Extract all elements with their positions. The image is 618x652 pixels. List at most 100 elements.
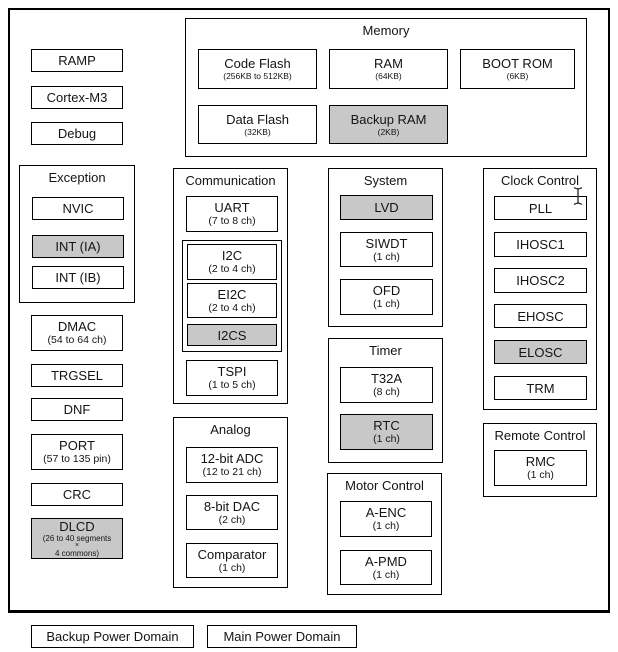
block-ofd-detail: (1 ch) (373, 298, 400, 310)
block-backup-ram-detail: (2KB) (377, 126, 400, 137)
block-boot-rom-detail: (6KB) (506, 71, 529, 81)
block-data-flash-label: Data Flash (226, 111, 289, 127)
block-t32a-label: T32A (370, 371, 403, 386)
block-lvd: LVD (340, 195, 433, 220)
block-dlcd-detail-line1: (26 to 40 segments (42, 534, 112, 543)
block-comparator: Comparator (1 ch) (186, 543, 278, 578)
block-uart: UART (7 to 8 ch) (186, 196, 278, 232)
block-cortex-m3: Cortex-M3 (31, 86, 123, 109)
block-code-flash-detail: (256KB to 512KB) (223, 71, 292, 81)
block-rtc-label: RTC (373, 418, 400, 433)
block-ihosc1: IHOSC1 (494, 232, 587, 257)
block-uart-label: UART (214, 200, 250, 215)
block-backup-ram-label: Backup RAM (350, 111, 427, 127)
block-nvic: NVIC (32, 197, 124, 220)
block-nvic-label: NVIC (62, 201, 94, 216)
block-ram: RAM (64KB) (329, 49, 448, 89)
group-communication: Communication UART (7 to 8 ch) I2C (2 to… (173, 168, 288, 404)
block-trm-label: TRM (526, 380, 555, 396)
block-ram-detail: (64KB) (375, 71, 402, 81)
block-8bit-dac-detail: (2 ch) (218, 513, 246, 526)
block-rmc: RMC (1 ch) (494, 450, 587, 486)
block-dlcd-detail-line2: × (74, 542, 80, 549)
block-trgsel-label: TRGSEL (50, 368, 103, 383)
group-remote-control: Remote Control RMC (1 ch) (483, 423, 597, 497)
block-i2cs: I2CS (187, 324, 277, 346)
block-a-enc-label: A-ENC (365, 505, 407, 520)
block-uart-detail: (7 to 8 ch) (208, 215, 256, 227)
block-tspi-label: TSPI (217, 364, 247, 379)
block-comparator-detail: (1 ch) (218, 561, 246, 574)
block-i2c-label: I2C (221, 248, 243, 263)
block-8bit-dac: 8-bit DAC (2 ch) (186, 495, 278, 530)
block-t32a-detail: (8 ch) (373, 386, 400, 398)
block-ram-label: RAM (374, 56, 403, 71)
block-port: PORT (57 to 135 pin) (31, 434, 123, 470)
legend-main-power-domain: Main Power Domain (207, 625, 357, 648)
block-int-ia: INT (IA) (32, 235, 124, 258)
block-i2c: I2C (2 to 4 ch) (187, 244, 277, 280)
block-siwdt-label: SIWDT (365, 235, 408, 251)
block-ramp: RAMP (31, 49, 123, 72)
block-ofd: OFD (1 ch) (340, 279, 433, 315)
block-debug: Debug (31, 122, 123, 145)
block-boot-rom: BOOT ROM (6KB) (460, 49, 575, 89)
block-elosc-label: ELOSC (518, 344, 563, 360)
block-12bit-adc-detail: (12 to 21 ch) (202, 466, 262, 478)
group-remote-control-title: Remote Control (494, 428, 586, 443)
block-a-enc-detail: (1 ch) (372, 520, 400, 532)
block-a-enc: A-ENC (1 ch) (340, 501, 432, 537)
block-dmac-label: DMAC (57, 319, 97, 334)
group-timer: Timer T32A (8 ch) RTC (1 ch) (328, 338, 443, 463)
block-crc: CRC (31, 483, 123, 506)
block-rmc-label: RMC (525, 454, 556, 469)
block-lvd-label: LVD (374, 200, 399, 215)
group-timer-title: Timer (369, 343, 402, 358)
block-ihosc1-label: IHOSC1 (516, 237, 565, 252)
block-pll-label: PLL (528, 200, 553, 216)
legend-backup-power-domain: Backup Power Domain (31, 625, 194, 648)
block-port-label: PORT (59, 438, 95, 453)
block-t32a: T32A (8 ch) (340, 367, 433, 403)
block-code-flash-label: Code Flash (224, 56, 291, 71)
group-system: System LVD SIWDT (1 ch) OFD (1 ch) (328, 168, 443, 327)
block-trgsel: TRGSEL (31, 364, 123, 387)
block-pll: PLL (494, 196, 587, 220)
group-analog: Analog 12-bit ADC (12 to 21 ch) 8-bit DA… (173, 417, 288, 588)
block-a-pmd-label: A-PMD (365, 553, 407, 569)
legend-backup-power-domain-label: Backup Power Domain (46, 629, 179, 644)
block-12bit-adc-label: 12-bit ADC (200, 451, 264, 466)
block-code-flash: Code Flash (256KB to 512KB) (198, 49, 317, 89)
block-ehosc: EHOSC (494, 304, 587, 328)
block-ehosc-label: EHOSC (517, 308, 564, 324)
block-crc-label: CRC (62, 487, 92, 502)
block-12bit-adc: 12-bit ADC (12 to 21 ch) (186, 447, 278, 483)
block-i2cs-label: I2CS (217, 327, 247, 343)
group-analog-title: Analog (210, 422, 251, 437)
block-debug-label: Debug (57, 126, 97, 141)
block-tspi-detail: (1 to 5 ch) (208, 379, 256, 391)
block-ihosc2: IHOSC2 (494, 268, 587, 293)
block-ofd-label: OFD (372, 283, 401, 298)
group-motor-control-title: Motor Control (345, 478, 424, 493)
group-i2c-cluster: I2C (2 to 4 ch) EI2C (2 to 4 ch) I2CS (182, 240, 282, 352)
block-cortex-m3-label: Cortex-M3 (46, 90, 108, 105)
group-exception: Exception NVIC INT (IA) INT (IB) (19, 165, 135, 303)
group-motor-control: Motor Control A-ENC (1 ch) A-PMD (1 ch) (327, 473, 442, 595)
block-data-flash-detail: (32KB) (244, 126, 271, 137)
block-ihosc2-label: IHOSC2 (516, 273, 565, 288)
block-rtc: RTC (1 ch) (340, 414, 433, 450)
block-rmc-detail: (1 ch) (527, 469, 554, 481)
block-ei2c: EI2C (2 to 4 ch) (187, 283, 277, 318)
block-dnf-label: DNF (63, 402, 91, 417)
block-siwdt: SIWDT (1 ch) (340, 232, 433, 267)
block-dlcd-label: DLCD (59, 519, 95, 534)
block-siwdt-detail: (1 ch) (373, 250, 400, 263)
group-clock-control: Clock Control PLL IHOSC1 IHOSC2 EHOSC EL… (483, 168, 597, 410)
block-int-ia-label: INT (IA) (55, 239, 101, 254)
block-ei2c-label: EI2C (217, 286, 247, 302)
group-memory: Memory Code Flash (256KB to 512KB) RAM (… (185, 18, 587, 157)
block-backup-ram: Backup RAM (2KB) (329, 105, 448, 144)
chip-boundary (8, 8, 610, 613)
block-port-detail: (57 to 135 pin) (43, 453, 111, 465)
